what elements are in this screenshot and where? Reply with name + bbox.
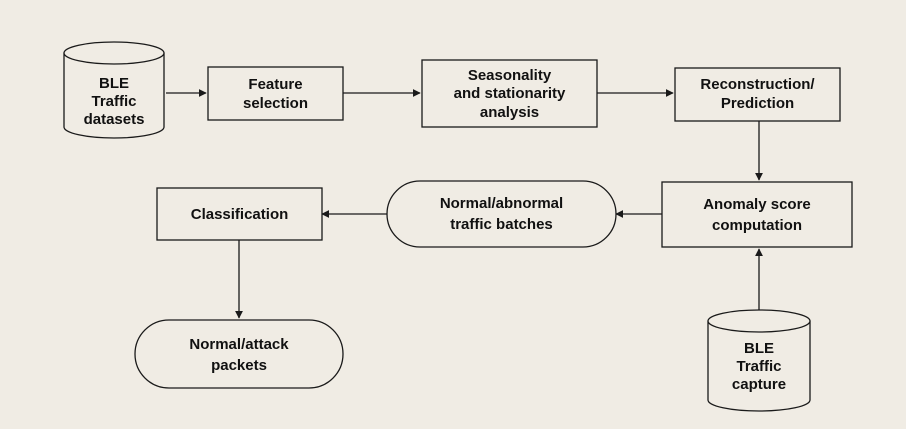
node-ble-traffic-capture: BLE Traffic capture <box>707 309 811 412</box>
node-label-line: Feature <box>248 76 302 93</box>
node-label-line: Prediction <box>721 95 794 112</box>
node-ble-traffic-datasets: BLE Traffic datasets <box>63 41 165 139</box>
node-label-line: computation <box>712 217 802 234</box>
node-label-line: Traffic <box>91 93 136 110</box>
node-label-line: traffic batches <box>450 216 553 233</box>
node-feature-selection: Feature selection <box>207 66 344 121</box>
node-label-line: datasets <box>84 111 145 128</box>
node-attack-packets: Normal/attack packets <box>134 319 344 389</box>
node-classification: Classification <box>156 187 323 241</box>
node-label-line: Normal/attack <box>189 336 289 353</box>
node-label-line: BLE <box>744 340 774 357</box>
node-label-line: selection <box>243 95 308 112</box>
node-label-line: analysis <box>480 104 539 121</box>
node-label-line: packets <box>211 357 267 374</box>
node-label-line: Seasonality <box>468 67 552 84</box>
node-seasonality-analysis: Seasonality and stationarity analysis <box>421 59 598 128</box>
node-label-line: Reconstruction/ <box>700 76 815 93</box>
node-label-line: Classification <box>191 206 289 223</box>
node-label-line: BLE <box>99 75 129 92</box>
node-anomaly-score: Anomaly score computation <box>661 181 853 248</box>
edges <box>166 89 763 319</box>
node-label-line: Normal/abnormal <box>440 195 563 212</box>
node-label-line: capture <box>732 376 786 393</box>
node-reconstruction-prediction: Reconstruction/ Prediction <box>674 67 841 122</box>
node-traffic-batches: Normal/abnormal traffic batches <box>386 180 617 248</box>
node-label-line: Anomaly score <box>703 196 811 213</box>
node-label-line: Traffic <box>736 358 781 375</box>
node-label-line: and stationarity <box>454 85 566 102</box>
